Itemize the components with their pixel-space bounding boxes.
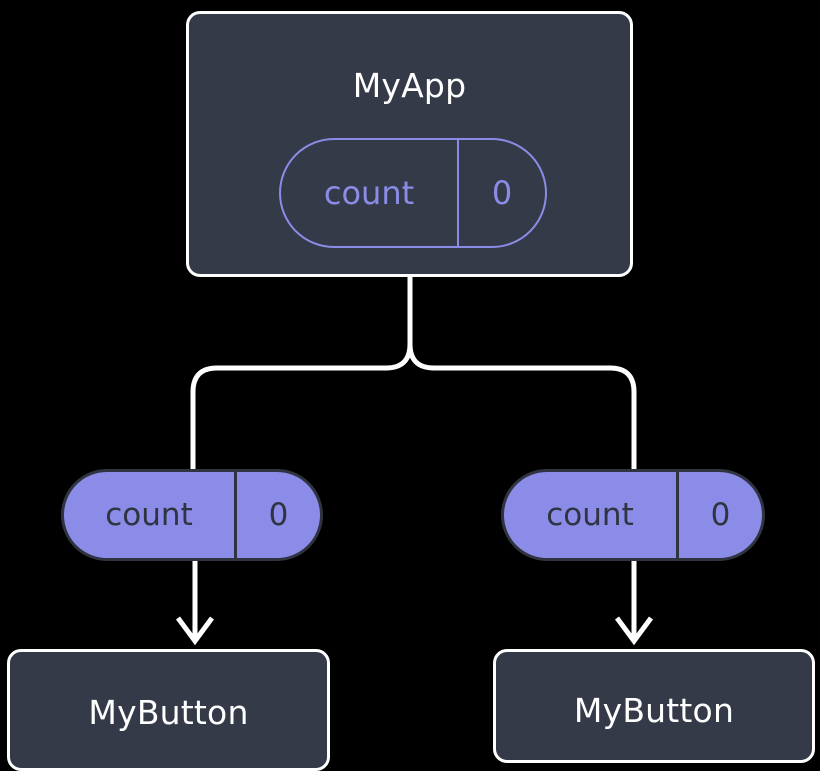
node-mybutton-left[interactable]: MyButton <box>7 649 330 771</box>
node-myapp-title: MyApp <box>352 66 467 105</box>
node-mybutton-left-title: MyButton <box>88 693 249 732</box>
state-chip-right-count[interactable]: count 0 <box>501 469 765 561</box>
node-mybutton-right-title: MyButton <box>573 691 735 730</box>
arrowhead-right <box>614 616 654 646</box>
edge-myapp-to-right-pill <box>407 341 637 473</box>
state-chip-left-count[interactable]: count 0 <box>61 469 323 561</box>
state-chip-key: count <box>504 472 679 558</box>
edge-myapp-to-left-pill <box>190 341 413 473</box>
state-chip-key: count <box>281 140 459 246</box>
state-chip-key: count <box>64 472 237 558</box>
arrowhead-left <box>175 616 215 646</box>
node-mybutton-right[interactable]: MyButton <box>493 649 815 763</box>
state-chip-myapp-count[interactable]: count 0 <box>279 138 547 248</box>
state-chip-value: 0 <box>491 174 513 212</box>
node-myapp[interactable]: MyApp count 0 <box>186 11 633 277</box>
state-chip-value: 0 <box>710 497 731 533</box>
state-chip-value: 0 <box>268 497 289 533</box>
